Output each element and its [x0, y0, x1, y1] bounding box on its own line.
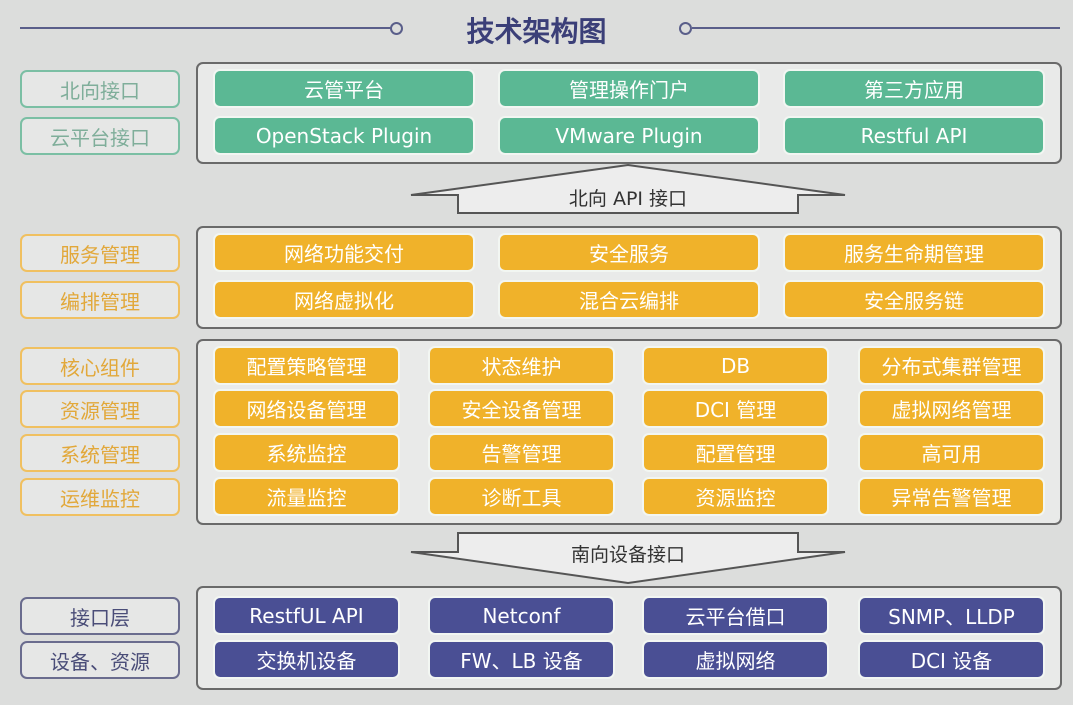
- south-component-box: RestfUL API: [215, 598, 398, 633]
- core-layer-label: 核心组件: [20, 347, 180, 385]
- south-arrow-label: 南向设备接口: [570, 544, 685, 566]
- south-layer-label: 设备、资源: [20, 641, 180, 679]
- north-component-box: Restful API: [785, 118, 1043, 153]
- north-component-box: 云管平台: [215, 71, 473, 106]
- service-component-box: 网络虚拟化: [215, 282, 473, 317]
- core-component-box: 告警管理: [430, 435, 613, 470]
- core-component-box: 状态维护: [430, 348, 613, 383]
- service-layer-label: 服务管理: [20, 234, 180, 272]
- north-arrow-label: 北向 API 接口: [568, 188, 688, 210]
- north-component-box: 第三方应用: [785, 71, 1043, 106]
- core-layer-label: 资源管理: [20, 390, 180, 428]
- title-line-left: [20, 27, 392, 29]
- service-component-box: 混合云编排: [500, 282, 758, 317]
- diagram-title: 技术架构图: [466, 15, 607, 48]
- north-arrow-shape: [410, 163, 846, 214]
- north-component-box: OpenStack Plugin: [215, 118, 473, 153]
- south-component-box: Netconf: [430, 598, 613, 633]
- north-component-box: VMware Plugin: [500, 118, 758, 153]
- core-component-box: 虚拟网络管理: [860, 391, 1043, 426]
- core-component-box: DCI 管理: [644, 391, 827, 426]
- core-component-box: 分布式集群管理: [860, 348, 1043, 383]
- service-component-box: 网络功能交付: [215, 235, 473, 270]
- core-component-box: 高可用: [860, 435, 1043, 470]
- south-component-box: 交换机设备: [215, 642, 398, 677]
- core-component-box: 系统监控: [215, 435, 398, 470]
- north-layer-label: 北向接口: [20, 70, 180, 108]
- south-arrow-shape: [410, 532, 846, 585]
- service-component-box: 服务生命期管理: [785, 235, 1043, 270]
- core-component-box: 配置策略管理: [215, 348, 398, 383]
- core-component-box: 资源监控: [644, 479, 827, 514]
- core-component-box: 异常告警管理: [860, 479, 1043, 514]
- south-component-box: DCI 设备: [860, 642, 1043, 677]
- core-component-box: 诊断工具: [430, 479, 613, 514]
- north-component-box: 管理操作门户: [500, 71, 758, 106]
- service-component-box: 安全服务链: [785, 282, 1043, 317]
- service-component-box: 安全服务: [500, 235, 758, 270]
- service-layer-label: 编排管理: [20, 281, 180, 319]
- south-component-box: SNMP、LLDP: [860, 598, 1043, 633]
- core-layer-label: 系统管理: [20, 434, 180, 472]
- south-component-box: 虚拟网络: [644, 642, 827, 677]
- core-component-box: 安全设备管理: [430, 391, 613, 426]
- south-layer-label: 接口层: [20, 597, 180, 635]
- south-component-box: FW、LB 设备: [430, 642, 613, 677]
- title-line-right: [692, 27, 1060, 29]
- core-component-box: 网络设备管理: [215, 391, 398, 426]
- south-component-box: 云平台借口: [644, 598, 827, 633]
- title-dot-right: [679, 22, 692, 35]
- title-dot-left: [390, 22, 403, 35]
- core-component-box: DB: [644, 348, 827, 383]
- core-component-box: 流量监控: [215, 479, 398, 514]
- north-layer-label: 云平台接口: [20, 117, 180, 155]
- core-layer-label: 运维监控: [20, 478, 180, 516]
- core-component-box: 配置管理: [644, 435, 827, 470]
